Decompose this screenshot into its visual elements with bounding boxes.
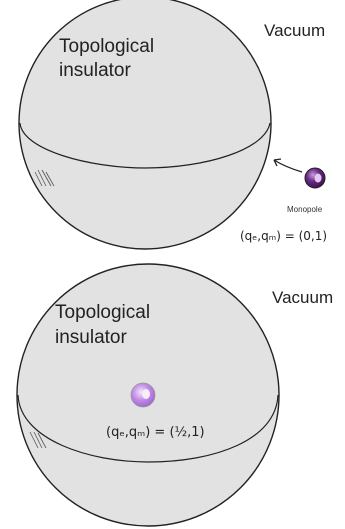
dyon-particle <box>131 383 155 407</box>
arrow-icon <box>274 159 302 172</box>
sphere-label-line2: insulator <box>55 327 127 348</box>
vacuum-label: Vacuum <box>272 288 333 307</box>
sphere-label-line1: Topological <box>55 302 150 323</box>
vacuum-label: Vacuum <box>264 21 325 40</box>
bottom-panel: Topological insulator Vacuum (qₑ,qₘ) = (… <box>17 264 333 526</box>
charge-formula: (qₑ,qₘ) = (0,1) <box>240 229 327 243</box>
monopole-label: Monopole <box>287 205 323 214</box>
top-panel: Topological insulator Vacuum Monopole (q… <box>19 0 327 249</box>
monopole-particle <box>305 168 325 188</box>
sphere-label-line1: Topological <box>59 36 154 57</box>
charge-formula: (qₑ,qₘ) = (½,1) <box>106 425 205 440</box>
sphere-label-line2: insulator <box>59 60 131 81</box>
